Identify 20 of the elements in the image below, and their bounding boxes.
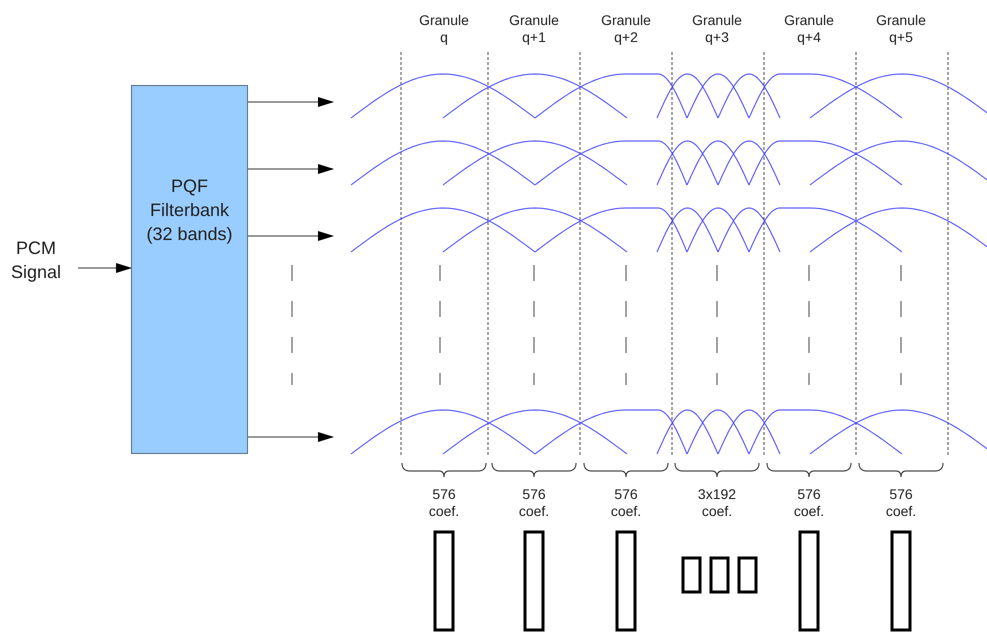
filterbank-block xyxy=(131,85,248,454)
granule-label: Granule q+2 xyxy=(601,12,651,46)
granule-label: Granule q+3 xyxy=(692,12,742,46)
granule-label: Granule q+1 xyxy=(509,12,559,46)
coefficient-count-label: 576 coef. xyxy=(610,486,642,520)
block-label: PQF Filterbank (32 bands) xyxy=(145,175,234,246)
arrow xyxy=(248,432,334,442)
granule-label: Granule q+5 xyxy=(876,12,926,46)
coefficient-count-label: 576 coef. xyxy=(794,486,824,520)
coefficient-count-label: 3x192 coef. xyxy=(698,486,736,520)
granule-label: Granule q+4 xyxy=(784,12,834,46)
input-label: PCM Signal xyxy=(10,237,62,284)
arrow xyxy=(248,231,334,241)
coefficient-count-label: 576 coef. xyxy=(518,486,550,520)
arrow xyxy=(248,164,334,174)
arrow xyxy=(248,97,334,107)
arrow xyxy=(78,263,132,273)
coefficient-count-label: 576 coef. xyxy=(428,486,460,520)
granule-label: Granule q xyxy=(419,12,469,46)
coefficient-count-label: 576 coef. xyxy=(886,486,916,520)
